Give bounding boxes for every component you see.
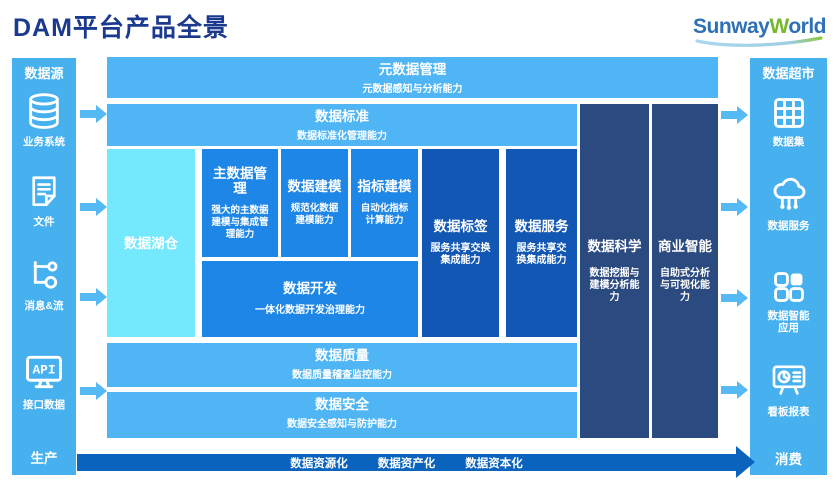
source-label: 消息&流 — [24, 300, 64, 312]
block-subtitle: 强大的主数据建模与集成管理能力 — [211, 204, 269, 240]
block-subtitle: 数据挖掘与建模分析能力 — [589, 267, 640, 303]
svg-text:API: API — [32, 363, 55, 378]
source-item-api-data: API 接口数据 — [12, 349, 76, 411]
block-subtitle: 数据质量稽查监控能力 — [292, 370, 392, 381]
block-title: 数据湖仓 — [124, 235, 178, 251]
block-subtitle: 一体化数据开发治理能力 — [255, 305, 365, 316]
block-title: 数据标准 — [315, 109, 369, 124]
logo-sunway: Sunway — [693, 15, 770, 38]
mart-label: 数据智能应用 — [767, 310, 810, 334]
right-sidebar-header: 数据超市 — [762, 66, 815, 81]
stream-icon — [33, 261, 58, 289]
logo-wordmark: SunwayWorld — [693, 15, 826, 38]
dataset-grid-icon — [773, 98, 804, 128]
dashboard-icon — [772, 365, 805, 395]
file-icon — [32, 176, 56, 207]
value-chain-label: 数据资产化 — [377, 457, 436, 470]
database-icon — [29, 93, 59, 129]
block-title: 数据服务 — [514, 219, 569, 234]
block-master-data-management: 主数据管理 强大的主数据建模与集成管理能力 — [202, 149, 278, 257]
block-metadata-management: 元数据管理 元数据感知与分析能力 — [107, 57, 718, 98]
page-title: DAM平台产品全景 — [13, 14, 229, 42]
block-data-lakehouse: 数据湖仓 — [107, 149, 195, 337]
value-chain-arrow: 数据资源化 数据资产化 数据资本化 — [77, 454, 736, 471]
right-flow-arrow-icon — [721, 289, 748, 307]
block-title: 数据安全 — [315, 397, 369, 412]
block-data-security: 数据安全 数据安全感知与防护能力 — [107, 392, 577, 438]
block-title: 数据建模 — [287, 179, 342, 194]
right-flow-arrow-icon — [721, 198, 748, 216]
logo-w: W — [769, 15, 789, 38]
block-subtitle: 数据标准化管理能力 — [297, 131, 387, 142]
source-item-business-system: 业务系统 — [12, 90, 76, 148]
block-data-modeling: 数据建模 规范化数据建模能力 — [281, 149, 348, 257]
logo-orld: orld — [788, 15, 826, 38]
block-subtitle: 服务共享交换集成能力 — [516, 243, 567, 266]
block-subtitle: 自动化指标计算能力 — [360, 203, 409, 226]
left-sidebar-header: 数据源 — [24, 66, 64, 81]
block-subtitle: 服务共享交换集成能力 — [430, 243, 491, 266]
block-title: 数据质量 — [315, 348, 369, 363]
block-title: 商业智能 — [658, 238, 712, 254]
value-chain-label: 数据资本化 — [465, 457, 523, 470]
mart-item-dashboard-report: 看板报表 — [750, 360, 827, 418]
logo-swoosh-icon — [695, 36, 823, 47]
block-title: 指标建模 — [357, 179, 412, 194]
right-flow-arrow-icon — [721, 106, 748, 124]
block-title: 主数据管理 — [213, 165, 267, 196]
block-subtitle: 规范化数据建模能力 — [290, 203, 339, 226]
mart-item-data-service: 数据服务 — [750, 174, 827, 232]
apps-icon — [773, 272, 804, 302]
sunwayworld-logo: SunwayWorld — [693, 15, 826, 48]
block-title: 数据开发 — [283, 281, 337, 296]
left-sidebar-footer-production: 生产 — [30, 451, 58, 466]
source-item-message-stream: 消息&流 — [12, 256, 76, 312]
cloud-service-icon — [773, 177, 805, 210]
block-subtitle: 数据安全感知与防护能力 — [287, 419, 397, 430]
source-label: 业务系统 — [23, 136, 65, 148]
mart-label: 数据服务 — [767, 220, 810, 232]
left-flow-arrow-icon — [80, 288, 107, 306]
left-sidebar-data-sources: 数据源 业务系统 文件 — [12, 58, 76, 475]
value-chain-label: 数据资源化 — [290, 457, 348, 470]
right-sidebar-footer-consumption: 消费 — [775, 452, 802, 467]
mart-label: 数据集 — [772, 136, 805, 148]
block-data-service: 数据服务 服务共享交换集成能力 — [506, 149, 577, 337]
value-chain-arrowhead-icon — [736, 446, 755, 478]
left-flow-arrow-icon — [80, 382, 107, 400]
api-icon: API — [26, 355, 62, 389]
block-indicator-modeling: 指标建模 自动化指标计算能力 — [351, 149, 418, 257]
block-title: 元数据管理 — [378, 62, 447, 77]
right-sidebar-data-mart: 数据超市 数据集 数据服务 — [750, 58, 827, 475]
block-subtitle: 自助式分析与可视化能力 — [660, 267, 710, 303]
left-flow-arrow-icon — [80, 198, 107, 216]
right-flow-arrow-icon — [721, 381, 748, 399]
block-data-development: 数据开发 一体化数据开发治理能力 — [202, 261, 418, 337]
mart-item-dataset: 数据集 — [750, 94, 827, 148]
block-subtitle: 元数据感知与分析能力 — [362, 84, 463, 95]
block-business-intelligence: 商业智能 自助式分析与可视化能力 — [652, 104, 718, 438]
source-item-files: 文件 — [12, 172, 76, 228]
block-title: 数据标签 — [433, 219, 488, 234]
block-data-standard: 数据标准 数据标准化管理能力 — [107, 104, 577, 146]
source-label: 文件 — [33, 216, 55, 228]
block-title: 数据科学 — [587, 238, 642, 254]
block-data-science: 数据科学 数据挖掘与建模分析能力 — [580, 104, 649, 438]
block-data-quality: 数据质量 数据质量稽查监控能力 — [107, 343, 577, 387]
mart-label: 看板报表 — [767, 406, 810, 418]
left-flow-arrow-icon — [80, 105, 107, 123]
mart-item-intelligent-apps: 数据智能应用 — [750, 268, 827, 334]
source-label: 接口数据 — [23, 399, 65, 411]
block-data-tag: 数据标签 服务共享交换集成能力 — [422, 149, 499, 337]
